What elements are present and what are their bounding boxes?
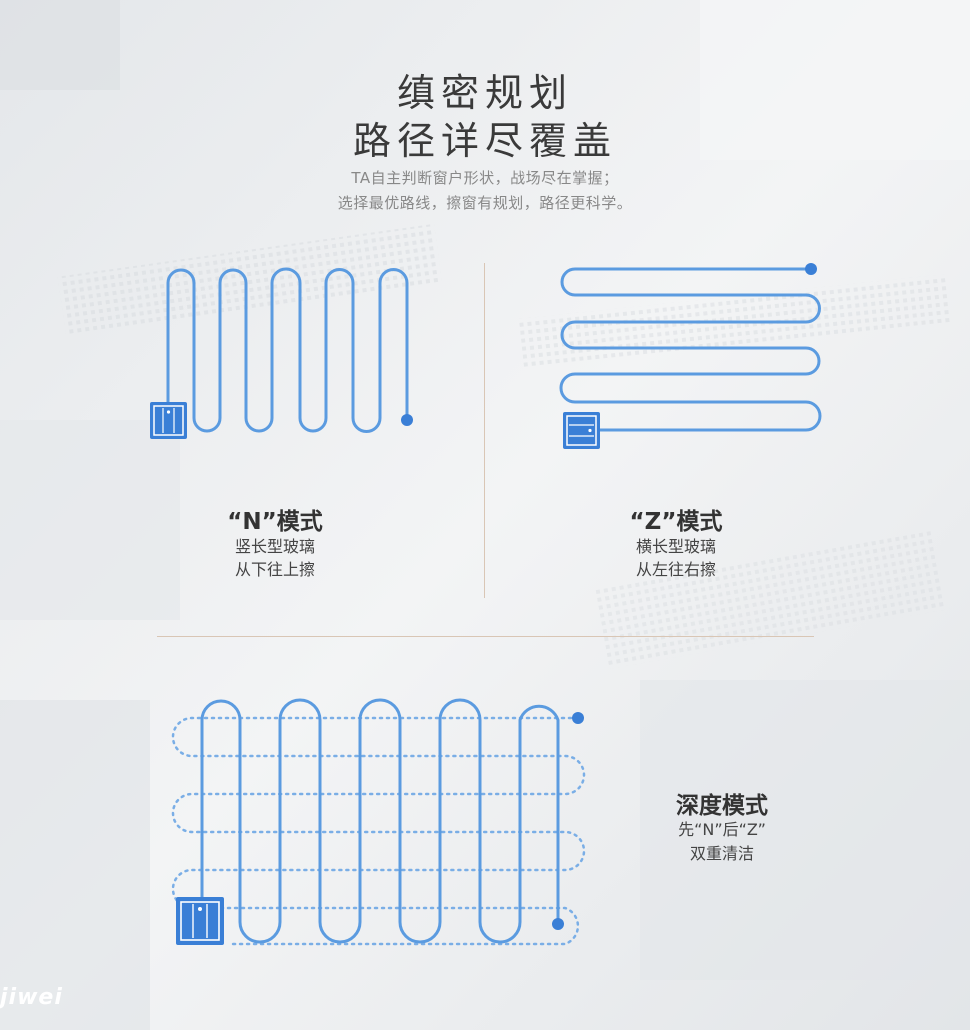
n-mode-desc-line-1: 竖长型玻璃 (234, 537, 315, 556)
z-mode-title: “Z”模式 (629, 509, 723, 535)
z-mode-desc-line-2: 从左往右擦 (635, 560, 716, 579)
n-mode-robot-icon (150, 402, 187, 439)
subtitle-line-1: TA自主判断窗户形状，战场尽在掌握； (351, 169, 619, 187)
headline-line-1: 缜密规划 (396, 71, 573, 115)
horizontal-divider (157, 636, 814, 637)
deep-mode-n-solid-path (200, 698, 560, 944)
brand-watermark-logo: jiwei (0, 985, 63, 1010)
vertical-divider (484, 263, 485, 598)
deep-mode-robot-icon (176, 897, 224, 945)
deep-mode-start-dot (572, 712, 584, 724)
z-mode-desc-line-1: 横长型玻璃 (635, 537, 716, 556)
n-mode-path (166, 267, 409, 433)
deep-mode-desc-line-1: 先“N”后“Z” (678, 820, 766, 839)
deep-mode-title: 深度模式 (676, 793, 768, 819)
deep-mode-end-dot (552, 918, 564, 930)
headline-line-2: 路径详尽覆盖 (352, 119, 617, 163)
deep-mode-z-dotted-path (171, 716, 586, 946)
subtitle-line-2: 选择最优路线，擦窗有规划，路径更科学。 (337, 194, 633, 212)
n-mode-desc-line-2: 从下往上擦 (234, 560, 315, 579)
n-mode-title: “N”模式 (227, 509, 323, 535)
z-mode-end-dot (805, 263, 817, 275)
n-mode-end-dot (401, 414, 413, 426)
z-mode-path (559, 267, 822, 432)
z-mode-robot-icon (563, 412, 600, 449)
deep-mode-desc-line-2: 双重清洁 (689, 844, 754, 863)
